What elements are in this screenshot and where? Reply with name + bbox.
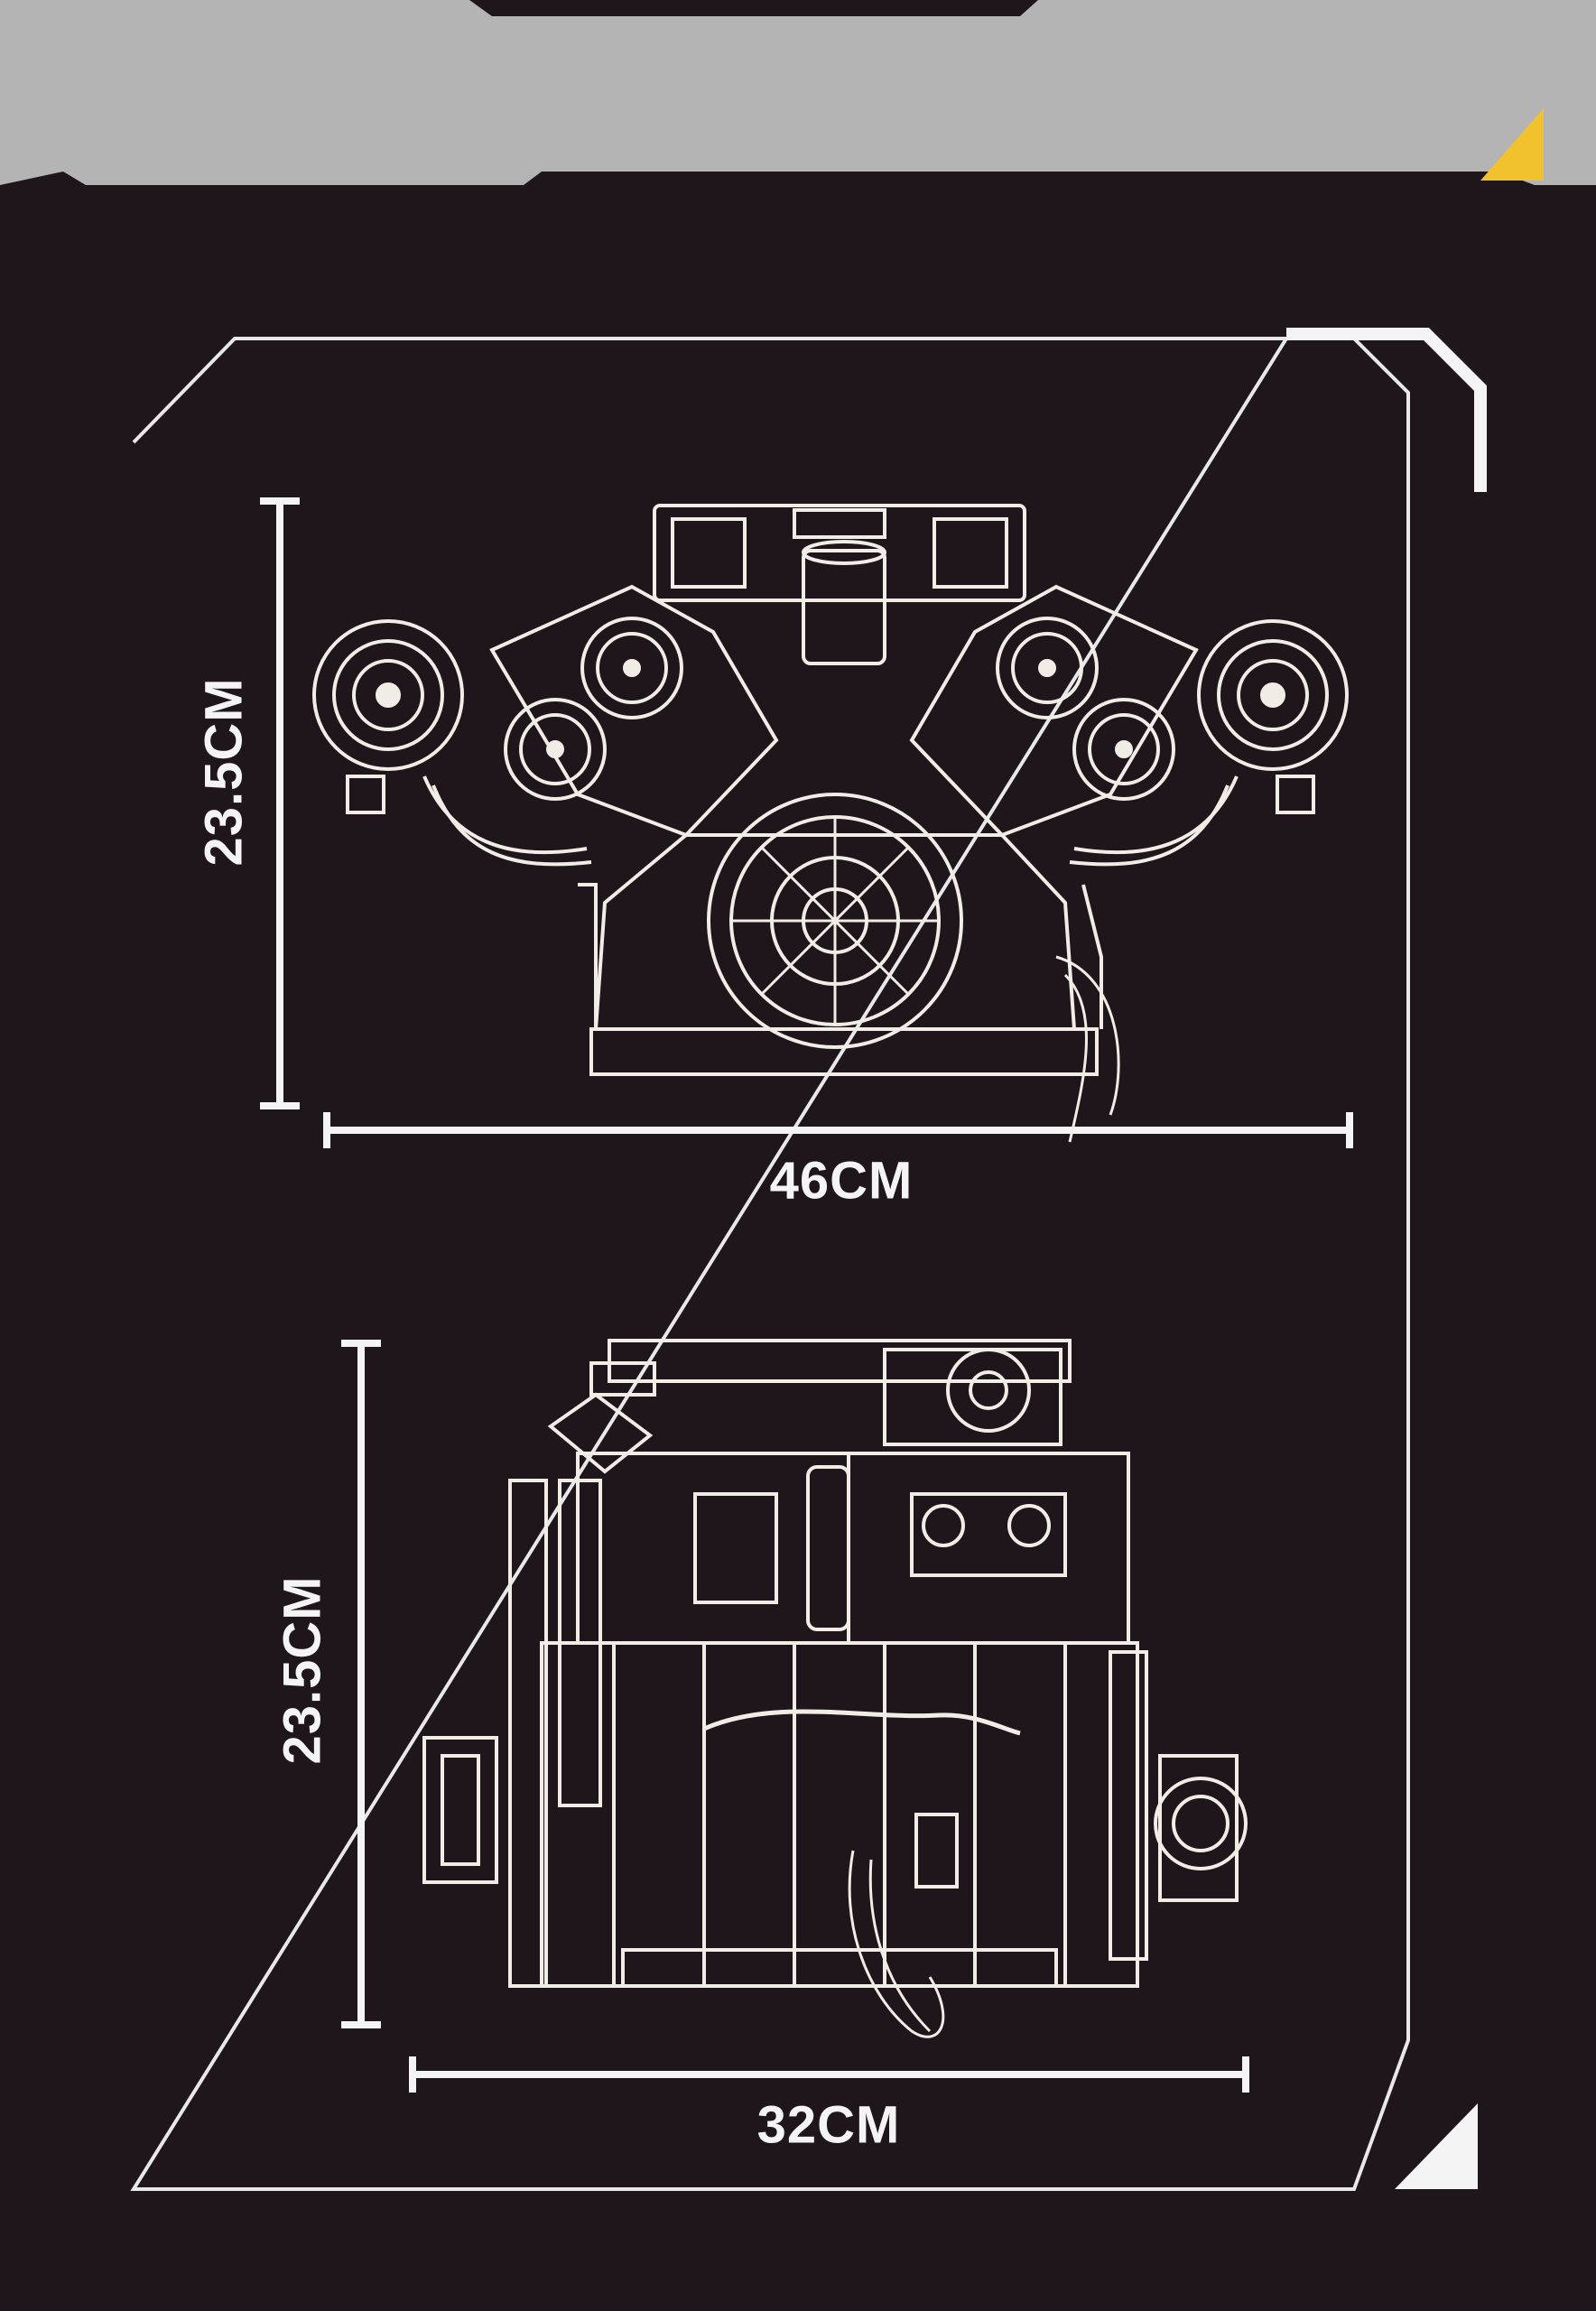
front-width-dimension [323,1112,1353,1148]
outer-frame [130,337,1410,2191]
side-height-label: 23.5CM [273,1575,332,1765]
header-band [0,0,1596,185]
side-width-label: 32CM [756,2095,901,2155]
front-height-dimension [260,497,300,1109]
accent-triangle-top [1480,108,1544,181]
side-width-dimension [409,2056,1249,2093]
side-height-dimension [341,1340,381,2028]
accent-triangle-bottom [1395,2103,1478,2189]
front-height-label: 23.5CM [194,677,254,867]
engine-side-view [422,1339,1248,2038]
front-width-label: 46CM [769,1151,914,1211]
frame-corner-bracket [1286,328,1487,492]
engine-front-view [312,504,1349,1143]
